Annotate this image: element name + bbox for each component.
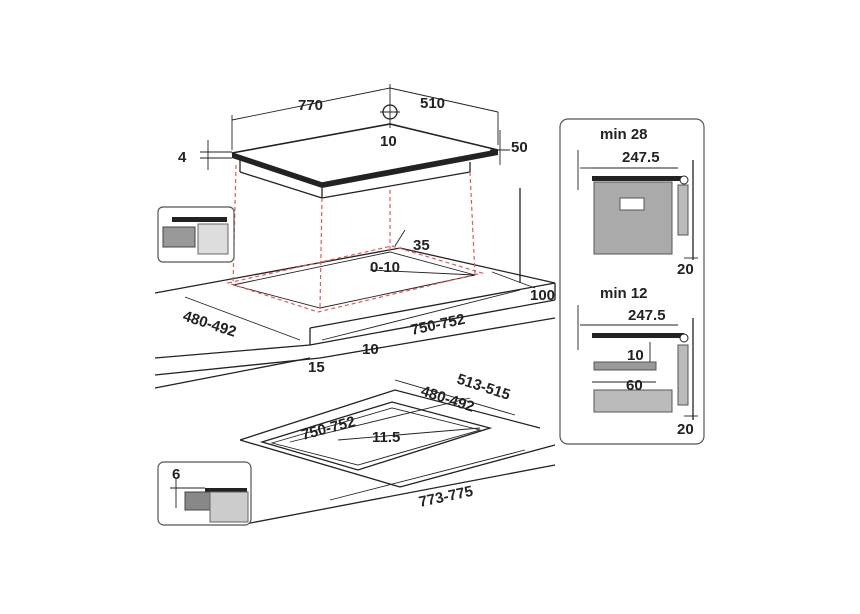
dim-radius-11-5: 11.5 — [372, 429, 400, 446]
dim-outer-width-773-775: 773-775 — [417, 483, 474, 511]
side-bottom-wall: 20 — [677, 421, 694, 438]
cutout-dimensions — [184, 229, 536, 341]
dim-depth-480-492: 480-492 — [181, 308, 239, 341]
hob — [200, 84, 510, 309]
detail-inset-top — [157, 206, 235, 263]
dim-side-gap-35: 35 — [413, 237, 430, 254]
dim-offset-0-10: 0-10 — [370, 259, 400, 276]
side-top-min-label: min 28 — [600, 126, 648, 143]
dim-height-50: 50 — [511, 139, 528, 156]
side-bottom-gap: 247.5 — [628, 307, 666, 324]
side-bottom-shelf: 10 — [627, 347, 644, 364]
side-bottom-clearance: 60 — [626, 377, 643, 394]
worktop-top-edge — [154, 247, 556, 329]
cutout-flush-outer — [259, 401, 493, 471]
side-bottom-min-label: min 12 — [600, 285, 648, 302]
dim-front-15: 15 — [308, 359, 325, 376]
cutout-outline-dashed — [225, 245, 485, 313]
dim-thickness-4: 4 — [178, 149, 187, 166]
dim-edge-100: 100 — [530, 287, 555, 304]
worktop-flush — [154, 357, 556, 526]
dim-step-6: 6 — [172, 466, 180, 483]
dim-width-770: 770 — [298, 97, 323, 114]
dim-front-10: 10 — [362, 341, 379, 358]
dim-depth-510: 510 — [420, 95, 445, 112]
cutout-standard — [232, 251, 476, 309]
side-panel — [559, 118, 705, 445]
side-top-gap: 247.5 — [622, 149, 660, 166]
detail-inset-bottom — [157, 461, 252, 526]
cutout-flush-inner — [270, 407, 482, 466]
side-top-wall: 20 — [677, 261, 694, 278]
dim-hole-10: 10 — [380, 133, 397, 150]
